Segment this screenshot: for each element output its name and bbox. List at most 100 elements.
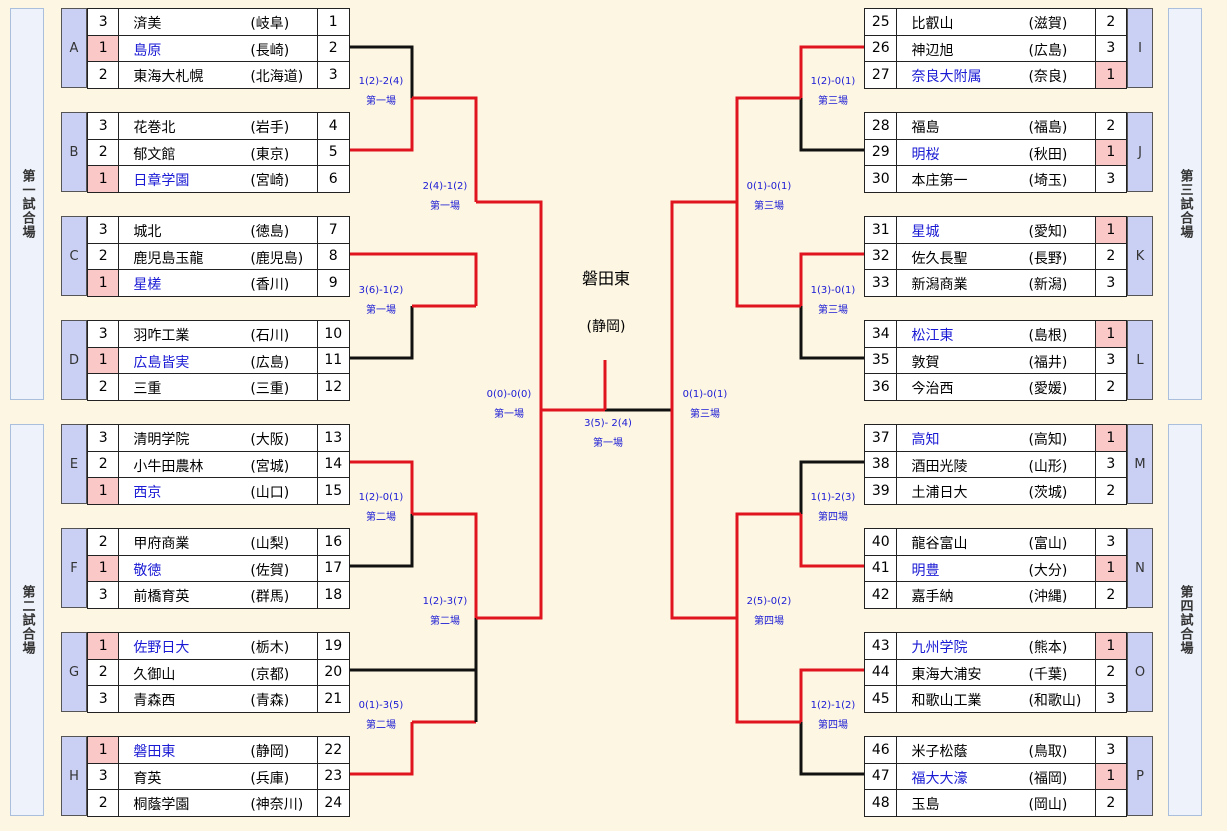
team-name[interactable]: 明桜 bbox=[911, 146, 940, 163]
team-name[interactable]: 嘉手納 bbox=[911, 589, 954, 606]
team-cell: 前橋育英(群馬) bbox=[118, 581, 318, 609]
team-name[interactable]: 松江東 bbox=[911, 328, 954, 344]
team-name[interactable]: 福島 bbox=[911, 120, 940, 136]
team-name[interactable]: 鹿児島玉龍 bbox=[133, 250, 204, 267]
team-name[interactable]: 新潟商業 bbox=[911, 277, 968, 294]
team-name[interactable]: 育英 bbox=[133, 770, 162, 787]
team-name[interactable]: 米子松蔭 bbox=[911, 744, 968, 760]
team-name[interactable]: 敦賀 bbox=[911, 354, 940, 371]
team-name[interactable]: 東海大浦安 bbox=[911, 666, 982, 683]
line-r-n-41 bbox=[799, 514, 864, 568]
team-name[interactable]: 三重 bbox=[133, 381, 162, 398]
rank-cell: 1 bbox=[86, 34, 120, 63]
team-name[interactable]: 甲府商業 bbox=[133, 536, 190, 552]
seed-number: 28 bbox=[863, 112, 898, 140]
team-name[interactable]: 神辺旭 bbox=[911, 42, 954, 59]
team-prefecture: (茨城) bbox=[1028, 485, 1068, 502]
team-name[interactable]: 本庄第一 bbox=[911, 173, 968, 190]
team-name[interactable]: 日章学園 bbox=[133, 173, 190, 190]
team-name[interactable]: 佐野日大 bbox=[133, 640, 190, 656]
team-name[interactable]: 島原 bbox=[133, 42, 162, 59]
team-name[interactable]: 花巻北 bbox=[133, 120, 176, 136]
team-name[interactable]: 龍谷富山 bbox=[911, 536, 968, 552]
team-name[interactable]: 高知 bbox=[911, 432, 940, 448]
team-prefecture: (宮崎) bbox=[250, 173, 290, 190]
team-name[interactable]: 小牛田農林 bbox=[133, 458, 204, 475]
seed-number: 14 bbox=[316, 450, 351, 479]
team-name[interactable]: 広島皆実 bbox=[133, 354, 190, 371]
team-name[interactable]: 敬徳 bbox=[133, 562, 162, 579]
team-name[interactable]: 久御山 bbox=[133, 666, 176, 683]
team-name[interactable]: 東海大札幌 bbox=[133, 69, 204, 86]
team-name[interactable]: 前橋育英 bbox=[133, 589, 190, 606]
team-name[interactable]: 玉島 bbox=[911, 797, 940, 814]
team-name[interactable]: 磐田東 bbox=[133, 744, 176, 760]
team-name[interactable]: 羽咋工業 bbox=[133, 328, 190, 344]
team-name[interactable]: 九州学院 bbox=[911, 640, 968, 656]
team-name[interactable]: 桐蔭学園 bbox=[133, 797, 190, 814]
team-prefecture: (長崎) bbox=[250, 42, 290, 59]
team-name[interactable]: 和歌山工業 bbox=[911, 693, 982, 710]
team-name[interactable]: 清明学院 bbox=[133, 432, 190, 448]
team-name[interactable]: 郁文館 bbox=[133, 146, 176, 163]
block-letter: J bbox=[1127, 112, 1153, 192]
team-name[interactable]: 佐久長聖 bbox=[911, 250, 968, 267]
team-name[interactable]: 比叡山 bbox=[911, 16, 954, 32]
team-name[interactable]: 青森西 bbox=[133, 693, 176, 710]
team-name[interactable]: 福大大濠 bbox=[911, 770, 968, 787]
team-name[interactable]: 西京 bbox=[133, 485, 162, 502]
team-name[interactable]: 星城 bbox=[911, 224, 940, 240]
team-name[interactable]: 明豊 bbox=[911, 562, 940, 579]
team-name[interactable]: 酒田光陵 bbox=[911, 458, 968, 475]
team-name[interactable]: 土浦日大 bbox=[911, 485, 968, 502]
team-name[interactable]: 今治西 bbox=[911, 381, 954, 398]
team-name[interactable]: 済美 bbox=[133, 16, 162, 32]
team-name[interactable]: 奈良大附属 bbox=[911, 69, 982, 86]
team-name[interactable]: 星槎 bbox=[133, 277, 162, 294]
team-name[interactable]: 城北 bbox=[133, 224, 162, 240]
